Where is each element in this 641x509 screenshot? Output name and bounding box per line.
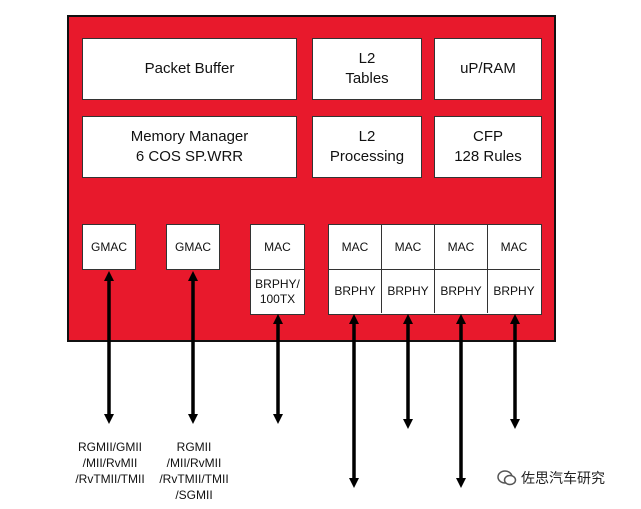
wechat-icon — [497, 470, 517, 486]
brphy-100tx-line2: 100TX — [259, 291, 296, 306]
cfp-line1: CFP — [473, 128, 503, 145]
l2-processing-line1: L2 — [358, 128, 376, 145]
gmac-port-1: GMAC — [82, 224, 136, 270]
quad-mac-1-label: MAC — [341, 239, 369, 254]
quad-brphy-4: BRPHY — [488, 270, 540, 313]
quad-brphy-4-label: BRPHY — [493, 284, 535, 298]
quad-mac-2-label: MAC — [394, 239, 422, 254]
mac-100tx-label: MAC — [264, 239, 291, 254]
interface-label-right: RGMII /MII/RvMII /RvTMII/TMII /SGMII — [159, 440, 229, 502]
quad-brphy-3: BRPHY — [435, 270, 488, 313]
packet-buffer-label: Packet Buffer — [144, 60, 235, 77]
quad-mac-3-label: MAC — [447, 239, 475, 254]
interface-label-left: RGMII/GMII /MII/RvMII /RvTMII/TMII — [75, 440, 145, 486]
quad-brphy-2: BRPHY — [382, 270, 435, 313]
quad-brphy-3-label: BRPHY — [440, 284, 482, 298]
quad-brphy-1: BRPHY — [329, 270, 382, 313]
gmac-2-label: GMAC — [175, 239, 211, 254]
watermark: 佐思汽车研究 — [497, 468, 605, 488]
quad-mac-3: MAC — [435, 225, 488, 270]
packet-buffer-block: Packet Buffer — [82, 38, 297, 100]
brphy-100tx-line1: BRPHY/ — [255, 276, 300, 291]
up-ram-label: uP/RAM — [460, 60, 516, 77]
memory-manager-block: Memory Manager 6 COS SP.WRR — [82, 116, 297, 178]
quad-mac-4: MAC — [488, 225, 540, 270]
l2-processing-block: L2 Processing — [312, 116, 422, 178]
quad-mac-1: MAC — [329, 225, 382, 270]
gmac-1-label: GMAC — [91, 239, 127, 254]
quad-mac-4-label: MAC — [500, 239, 528, 254]
quad-brphy-2-label: BRPHY — [387, 284, 429, 298]
l2-processing-line2: Processing — [329, 148, 405, 165]
quad-brphy-1-label: BRPHY — [334, 284, 376, 298]
memory-manager-line1: Memory Manager — [130, 128, 249, 145]
up-ram-block: uP/RAM — [434, 38, 542, 100]
quad-port-group: MAC MAC MAC MAC BRPHY BRPHY BRPHY BRPHY — [328, 224, 542, 315]
mac-100tx-port: MAC BRPHY/ 100TX — [250, 224, 305, 315]
gmac-port-2: GMAC — [166, 224, 220, 270]
watermark-text: 佐思汽车研究 — [521, 470, 605, 486]
l2-tables-block: L2 Tables — [312, 38, 422, 100]
memory-manager-line2: 6 COS SP.WRR — [135, 148, 244, 165]
l2-tables-line1: L2 — [358, 50, 376, 67]
l2-tables-line2: Tables — [345, 70, 389, 87]
mac-100tx-cell: MAC — [251, 225, 304, 270]
cfp-line2: 128 Rules — [454, 148, 522, 165]
quad-mac-2: MAC — [382, 225, 435, 270]
cfp-block: CFP 128 Rules — [434, 116, 542, 178]
brphy-100tx-cell: BRPHY/ 100TX — [251, 270, 304, 313]
